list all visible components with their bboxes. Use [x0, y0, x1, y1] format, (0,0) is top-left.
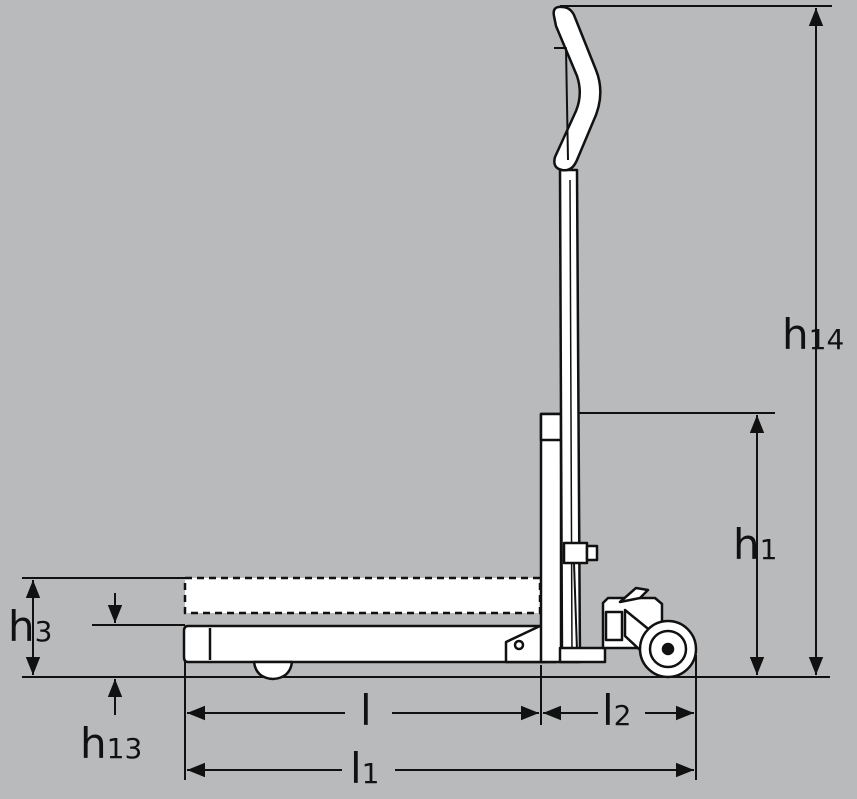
handle-grip	[552, 5, 602, 172]
label-l-main: l	[360, 686, 372, 735]
label-h13: h13	[80, 723, 142, 765]
label-l: l	[360, 690, 372, 732]
backrest-upright	[539, 412, 563, 664]
label-h1-main: h	[733, 520, 760, 569]
lock-knob	[585, 544, 599, 562]
backrest-cap	[539, 412, 563, 442]
label-h1-sub: 1	[759, 533, 778, 566]
chassis-link	[558, 646, 607, 664]
heel-bolt	[513, 639, 525, 651]
lock-rod	[573, 562, 578, 651]
label-h13-sub: 13	[106, 732, 143, 765]
label-l1-main: l	[350, 744, 362, 793]
lock-block	[562, 541, 589, 565]
label-h3: h3	[8, 606, 52, 648]
label-h13-main: h	[80, 719, 107, 768]
label-h3-main: h	[8, 602, 35, 651]
label-h14-sub: 14	[808, 323, 845, 356]
wheel-axle	[661, 642, 675, 656]
raised-fork-outline	[183, 576, 542, 615]
label-h1: h1	[733, 524, 777, 566]
housing-top-plate	[618, 586, 650, 604]
fork	[182, 624, 547, 664]
label-h3-sub: 3	[34, 615, 53, 648]
load-roller	[252, 660, 294, 681]
label-l2-main: l	[602, 686, 614, 735]
label-h14-main: h	[782, 310, 809, 359]
label-h14: h14	[782, 314, 844, 356]
handle-shaft-edge	[569, 179, 573, 656]
housing-panel	[604, 610, 624, 642]
label-l1-sub: 1	[361, 757, 380, 790]
label-l1: l1	[350, 748, 380, 790]
label-l2-sub: 2	[613, 699, 632, 732]
pallet-truck-drawing	[182, 5, 698, 681]
handle-inner-bar	[554, 47, 569, 161]
dimension-lines	[22, 5, 832, 780]
label-l2: l2	[602, 690, 632, 732]
